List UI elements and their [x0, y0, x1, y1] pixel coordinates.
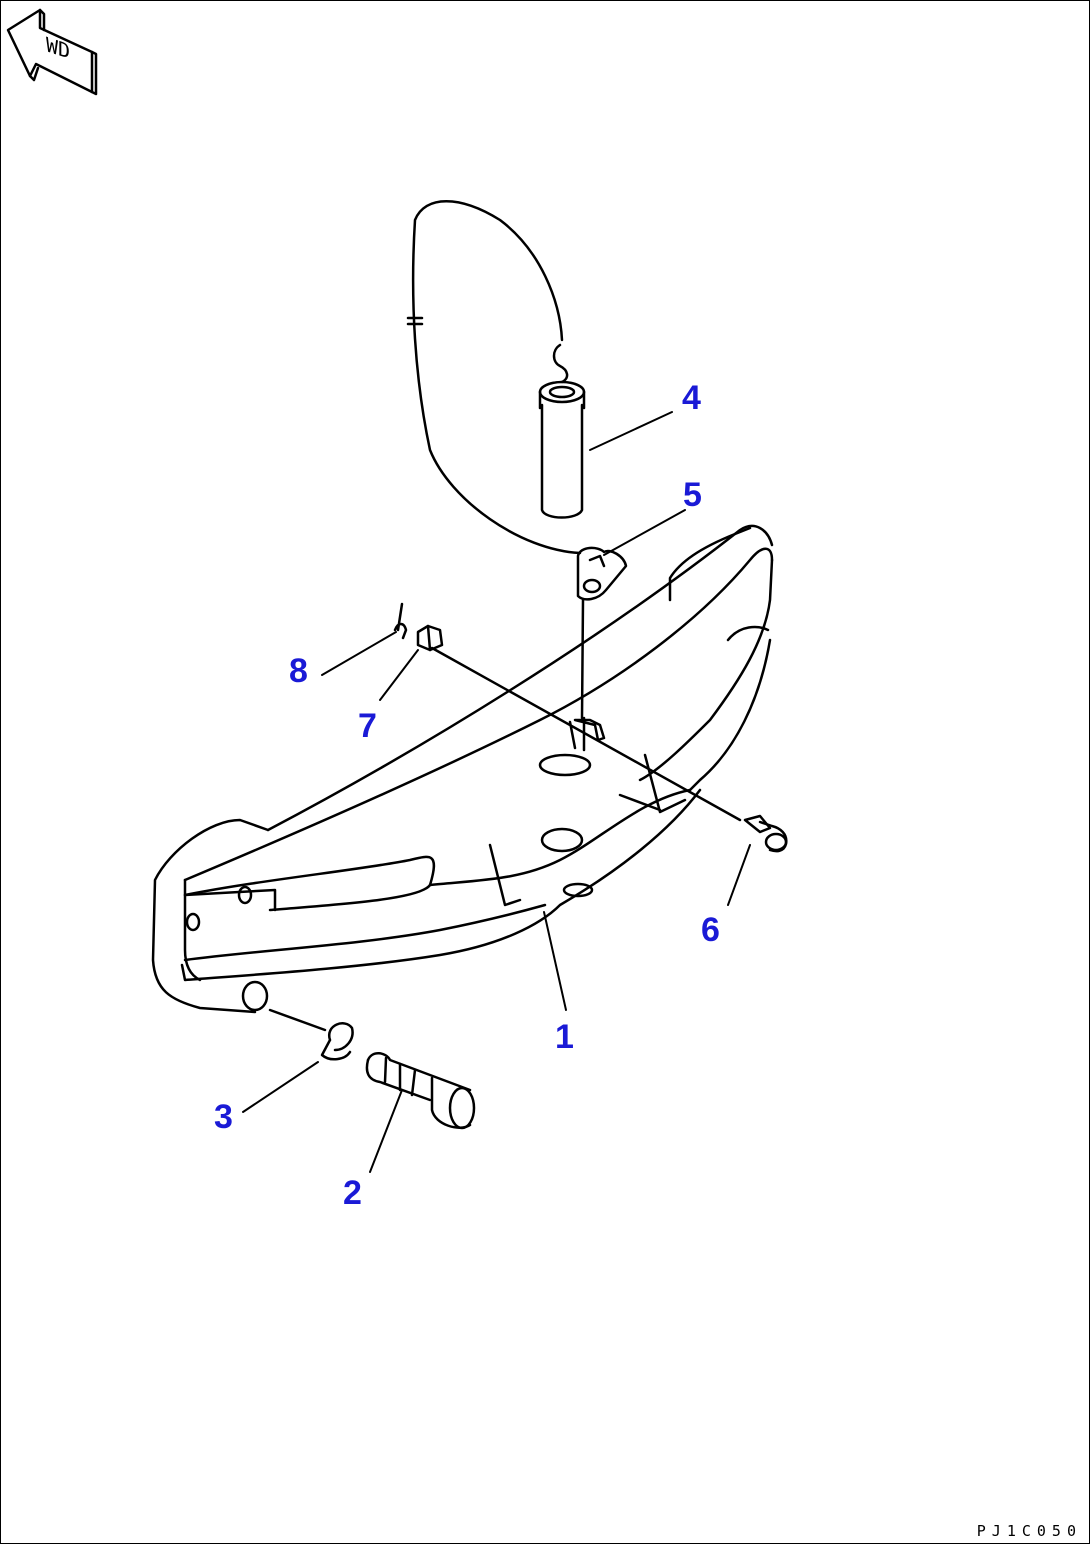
- chain-hook: [552, 343, 569, 384]
- callout-1[interactable]: 1: [555, 1018, 574, 1056]
- lanyard-chain: [411, 200, 582, 555]
- callout-5[interactable]: 5: [683, 476, 702, 514]
- callout-7[interactable]: 7: [358, 707, 377, 745]
- clip-rod: [580, 598, 585, 720]
- bracket-part-1: [151, 524, 774, 1014]
- clip-part-5: [576, 546, 628, 601]
- callout-4[interactable]: 4: [682, 379, 701, 417]
- spring-pin-part-8: [393, 602, 408, 640]
- bolt-axis-line: [430, 646, 742, 822]
- leader-lines: [242, 411, 751, 1173]
- callout-2[interactable]: 2: [343, 1174, 362, 1212]
- callout-6[interactable]: 6: [701, 911, 720, 949]
- drawing-code: PJ1C050: [976, 1522, 1082, 1540]
- pin-part-2: [365, 1052, 476, 1130]
- ring-part-3: [320, 1022, 354, 1061]
- pin-part-4: [538, 380, 586, 519]
- bolt-part-6: [743, 814, 788, 853]
- bushing-part-7: [416, 624, 444, 652]
- callout-3[interactable]: 3: [214, 1098, 233, 1136]
- forward-arrow-icon: [6, 8, 98, 96]
- chain-link: [406, 316, 424, 326]
- callout-8[interactable]: 8: [289, 652, 308, 690]
- ring-axis-line: [268, 1008, 327, 1032]
